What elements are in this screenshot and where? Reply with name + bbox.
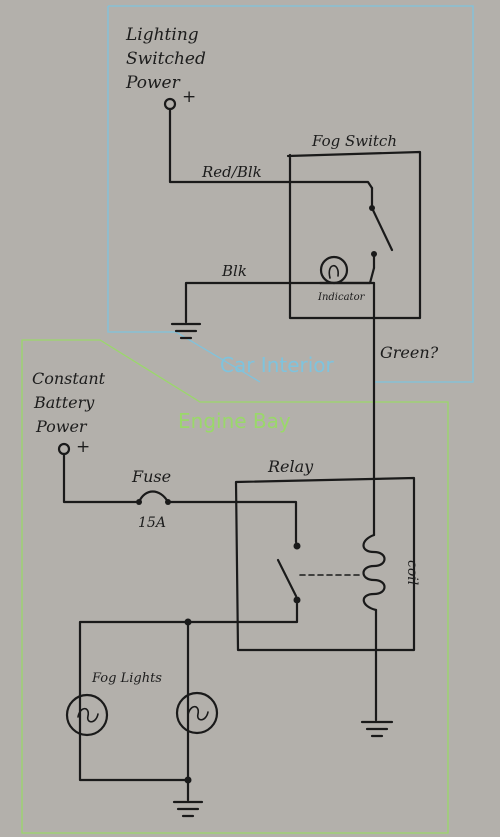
constant-power-line-2: Battery — [33, 393, 95, 412]
relay-armature — [276, 558, 298, 598]
constant-power-line-3: Power — [35, 417, 88, 436]
car-interior-label: Car Interior — [220, 353, 335, 377]
indicator-label: Indicator — [317, 292, 366, 303]
wire-relay-to-lights — [78, 602, 299, 782]
constant-power-terminal — [57, 442, 71, 456]
fuse-terminal-right — [165, 499, 171, 505]
coil-label: coil — [404, 560, 420, 585]
green-wire-label: Green? — [380, 343, 439, 362]
engine-bay-label: Engine Bay — [178, 409, 291, 433]
lighting-power-label: Lighting Switched Power — [125, 25, 206, 93]
fuse-symbol — [137, 490, 170, 504]
fog-switch-blade — [370, 206, 394, 252]
fog-switch-label: Fog Switch — [311, 132, 397, 150]
fog-lights-label: Fog Lights — [91, 671, 162, 686]
fuse-label: Fuse — [131, 467, 171, 486]
fog-switch-contact — [371, 251, 377, 257]
wire-red-blk — [168, 107, 374, 190]
lighting-power-terminal — [163, 97, 177, 111]
constant-power-label: Constant Battery Power — [32, 369, 106, 436]
blk-wire-label: Blk — [221, 262, 247, 280]
relay-contact-bottom — [293, 596, 301, 604]
relay-box — [234, 476, 416, 652]
indicator-lamp — [319, 255, 349, 285]
lighting-power-line-2: Switched — [126, 49, 206, 69]
red-blk-wire-label: Red/Blk — [201, 163, 262, 181]
lighting-power-line-3: Power — [125, 73, 181, 93]
relay-contact-top — [293, 542, 301, 550]
constant-power-line-1: Constant — [32, 369, 106, 388]
fog-switch-box — [286, 150, 422, 320]
wire-battery-to-fuse — [62, 452, 138, 504]
relay-label: Relay — [267, 457, 314, 476]
lighting-power-line-1: Lighting — [125, 25, 199, 45]
lighting-power-plus: + — [182, 87, 196, 107]
wire-fuse-to-relay — [169, 500, 298, 544]
ground-symbol-interior — [170, 322, 202, 340]
ground-symbol-relay — [360, 720, 394, 738]
junction-bottom — [184, 776, 192, 784]
fog-light-left — [65, 693, 109, 737]
car-interior-zone-border — [107, 5, 474, 383]
engine-bay-zone-border — [21, 339, 449, 834]
ground-symbol-lights — [172, 800, 204, 818]
indicator-filament — [328, 264, 339, 279]
fog-light-right — [175, 691, 219, 735]
wire-blk — [184, 281, 376, 324]
relay-coil — [362, 533, 386, 612]
constant-power-plus: + — [76, 437, 90, 457]
fuse-rating: 15A — [138, 515, 166, 531]
